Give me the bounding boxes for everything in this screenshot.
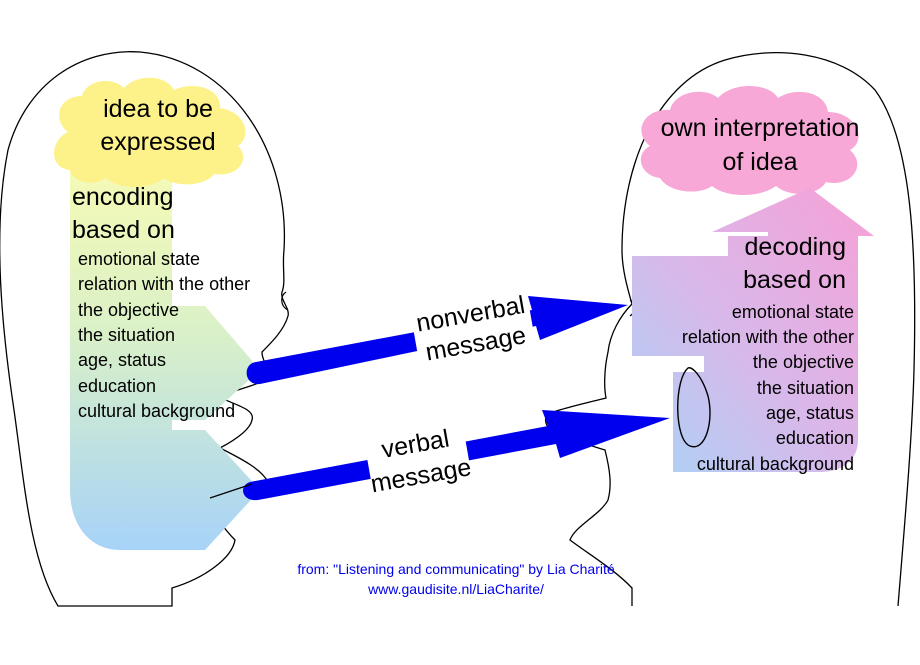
sender-ear [281,291,289,311]
encoding-arrow-shape [70,160,260,550]
receiver-factor-item: age, status [766,403,854,423]
receiver-factor-item: emotional state [732,302,854,322]
receiver-factor-item: the objective [753,352,854,372]
decoding-arrow-shape [632,188,874,472]
sender-factor-item: emotional state [78,249,200,269]
sender-factor-list: emotional state relation with the other … [78,249,250,421]
sender-factor-item: cultural background [78,401,235,421]
idea-cloud [54,77,246,187]
nonverbal-label-bg [409,286,537,370]
receiver-factor-list: emotional state relation with the other … [682,302,854,474]
receiver-factor-item: the situation [757,378,854,398]
sender-factor-item: relation with the other [78,274,250,294]
encoding-line-1: encoding [72,183,173,211]
receiver-factor-item: education [776,428,854,448]
decoding-line-2: based on [743,266,846,294]
verbal-label-bg [362,415,474,503]
idea-line-2: expressed [100,128,215,156]
interpretation-cloud [640,86,859,195]
interpretation-line-2: of idea [722,148,797,176]
encoding-line-2: based on [72,216,175,244]
sender-factor-item: age, status [78,350,166,370]
sender-factor-item: the situation [78,325,175,345]
receiver-factor-item: cultural background [697,454,854,474]
sender-factor-item: the objective [78,300,179,320]
credit-source: from: "Listening and communicating" by L… [297,561,615,577]
decoding-loop [677,367,711,448]
idea-line-1: idea to be [103,95,213,123]
credit-url[interactable]: www.gaudisite.nl/LiaCharite/ [367,581,544,597]
sender-factor-item: education [78,376,156,396]
decoding-line-1: decoding [745,233,846,261]
interpretation-line-1: own interpretation [661,114,860,142]
receiver-factor-item: relation with the other [682,327,854,347]
